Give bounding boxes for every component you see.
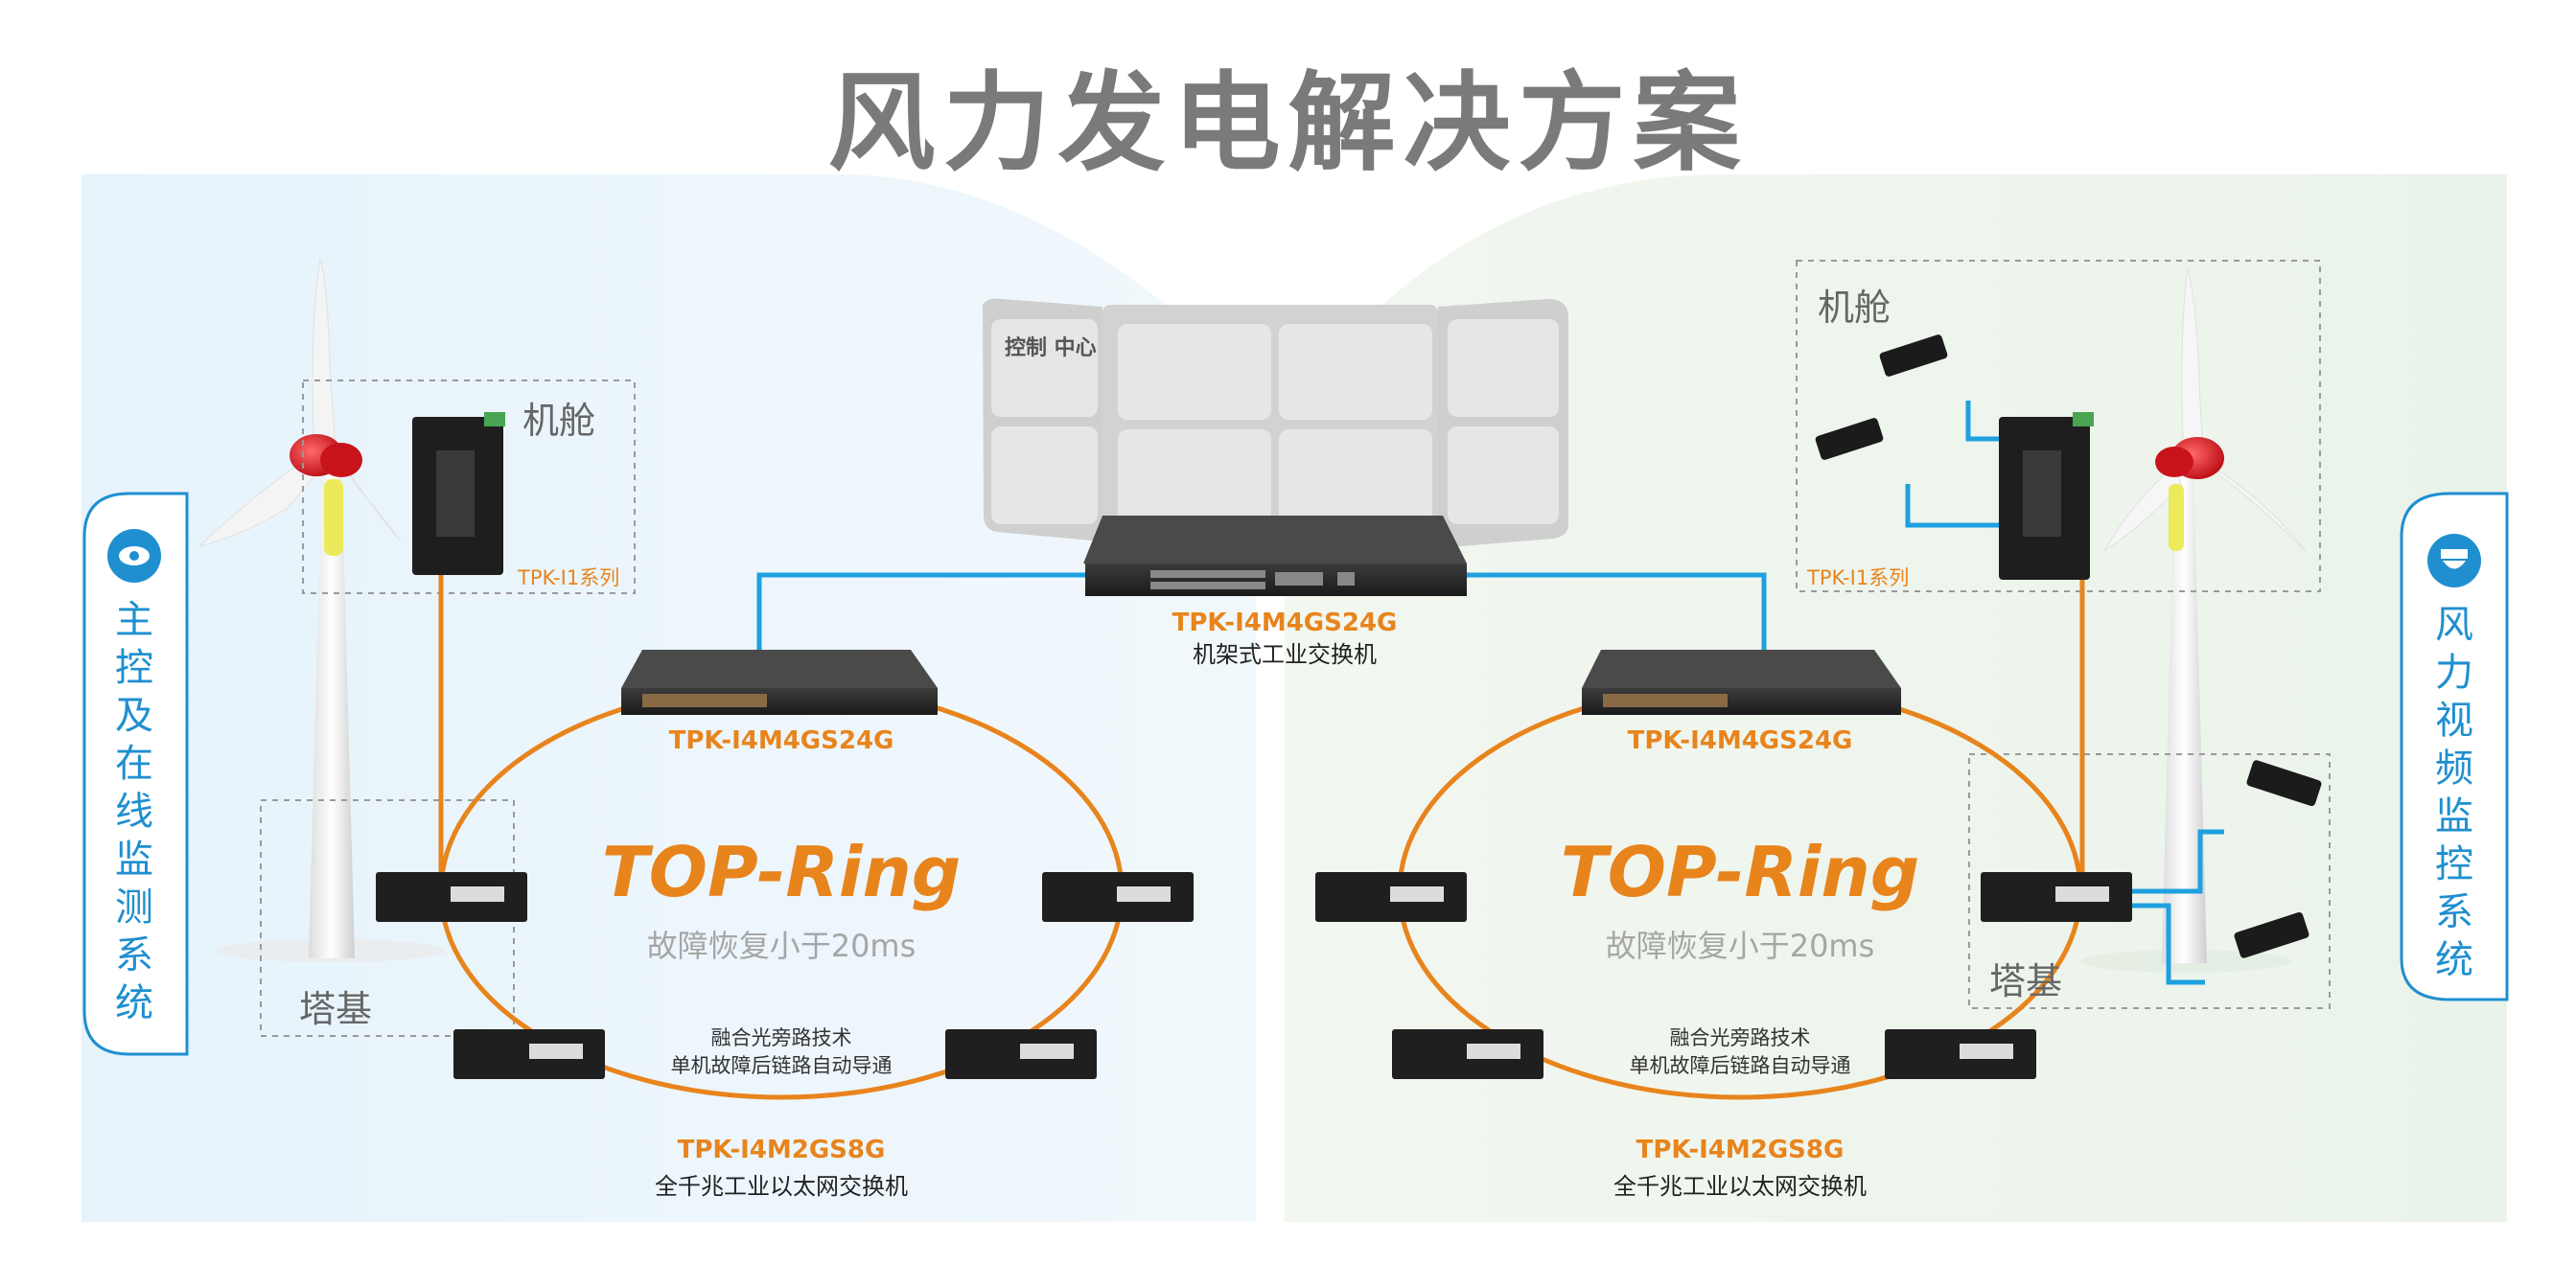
access-switches [376, 872, 2132, 1079]
control-center-video-wall [983, 298, 1568, 549]
core-switch-model: TPK-I4M4GS24G [1172, 609, 1398, 637]
right-side-panel-text: 风力视 频监控 系统 [2435, 603, 2473, 982]
right-tower-base-label: 塔基 [1989, 960, 2063, 1002]
eye-icon [107, 529, 161, 583]
left-ring-title: TOP-Ring [601, 832, 962, 912]
right-wind-turbine [2080, 267, 2307, 973]
right-agg-model: TPK-I4M4GS24G [1627, 726, 1853, 755]
camera-dome-icon [2427, 534, 2481, 587]
camera-cables [1905, 401, 2224, 985]
right-access-desc: 全千兆工业以太网交换机 [1613, 1173, 1867, 1200]
core-switch-device [1083, 516, 1467, 596]
right-ring-title: TOP-Ring [1560, 832, 1920, 912]
right-feature-2: 单机故障后链路自动导通 [1629, 1054, 1851, 1077]
left-side-panel-text: 主控及 在线监 测系统 [115, 598, 153, 1025]
right-nacelle-label: 机舱 [1818, 287, 1891, 329]
left-feature-2: 单机故障后链路自动导通 [670, 1054, 893, 1077]
core-switch-desc: 机架式工业交换机 [1193, 641, 1377, 668]
right-nacelle-series: TPK-I1系列 [1807, 566, 1910, 589]
right-ring-subtitle: 故障恢复小于20ms [1605, 928, 1875, 964]
uplink-cables [756, 572, 1767, 652]
left-nacelle-label: 机舱 [522, 400, 596, 442]
left-access-model: TPK-I4M2GS8G [677, 1136, 886, 1164]
left-access-desc: 全千兆工业以太网交换机 [655, 1173, 908, 1200]
left-nacelle-series: TPK-I1系列 [518, 566, 620, 589]
left-feature-1: 融合光旁路技术 [710, 1026, 852, 1049]
right-feature-1: 融合光旁路技术 [1669, 1026, 1811, 1049]
left-wind-turbine [197, 258, 446, 962]
page-title: 风力发电解决方案 [827, 61, 1749, 186]
side-panels [82, 492, 2509, 1056]
din-switches [412, 412, 2094, 580]
left-agg-model: TPK-I4M4GS24G [668, 726, 894, 755]
right-access-model: TPK-I4M2GS8G [1636, 1136, 1845, 1164]
left-ring-subtitle: 故障恢复小于20ms [646, 928, 917, 964]
camera-icon [1815, 334, 2322, 958]
control-center-label: 控制 中心 [1005, 336, 1097, 360]
agg-switches [621, 650, 1901, 715]
left-tower-base-label: 塔基 [299, 988, 373, 1030]
